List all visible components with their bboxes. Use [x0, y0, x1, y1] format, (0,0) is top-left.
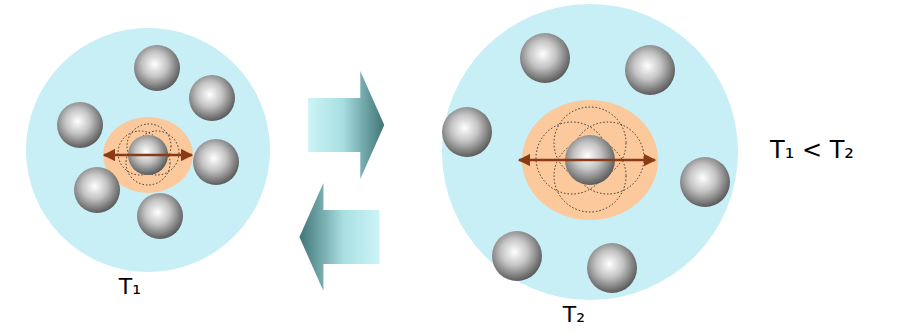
neighbor-particle: [625, 45, 675, 95]
solvent-region: [26, 28, 270, 272]
transition-arrow: [308, 71, 384, 179]
neighbor-particle: [442, 107, 492, 157]
label-holder: T₁ < T₂: [770, 136, 854, 164]
neighbor-particle: [680, 157, 730, 207]
temperature-relation: T₁ < T₂: [770, 136, 854, 164]
neighbor-particle: [137, 193, 183, 239]
amplitude-arrow: [519, 159, 655, 162]
transition-arrow: [299, 183, 379, 291]
neighbor-particle: [57, 102, 103, 148]
state-circle-shape: [442, 4, 738, 300]
temperature-label: T₁: [0, 274, 270, 300]
neighbor-particle: [587, 243, 637, 293]
neighbor-particle: [492, 231, 542, 281]
neighbor-particle: [520, 33, 570, 83]
neighbor-particle: [189, 75, 235, 121]
state-circle: T₂: [442, 4, 738, 328]
neighbor-particle: [134, 45, 180, 91]
neighbor-particle: [74, 167, 120, 213]
state-circle-shape: [26, 28, 270, 272]
amplitude-arrow: [104, 154, 192, 157]
neighbor-particle: [193, 139, 239, 185]
temperature-label: T₂: [410, 302, 738, 328]
state-circle: T₁: [26, 28, 270, 300]
solvent-region: [442, 4, 738, 300]
